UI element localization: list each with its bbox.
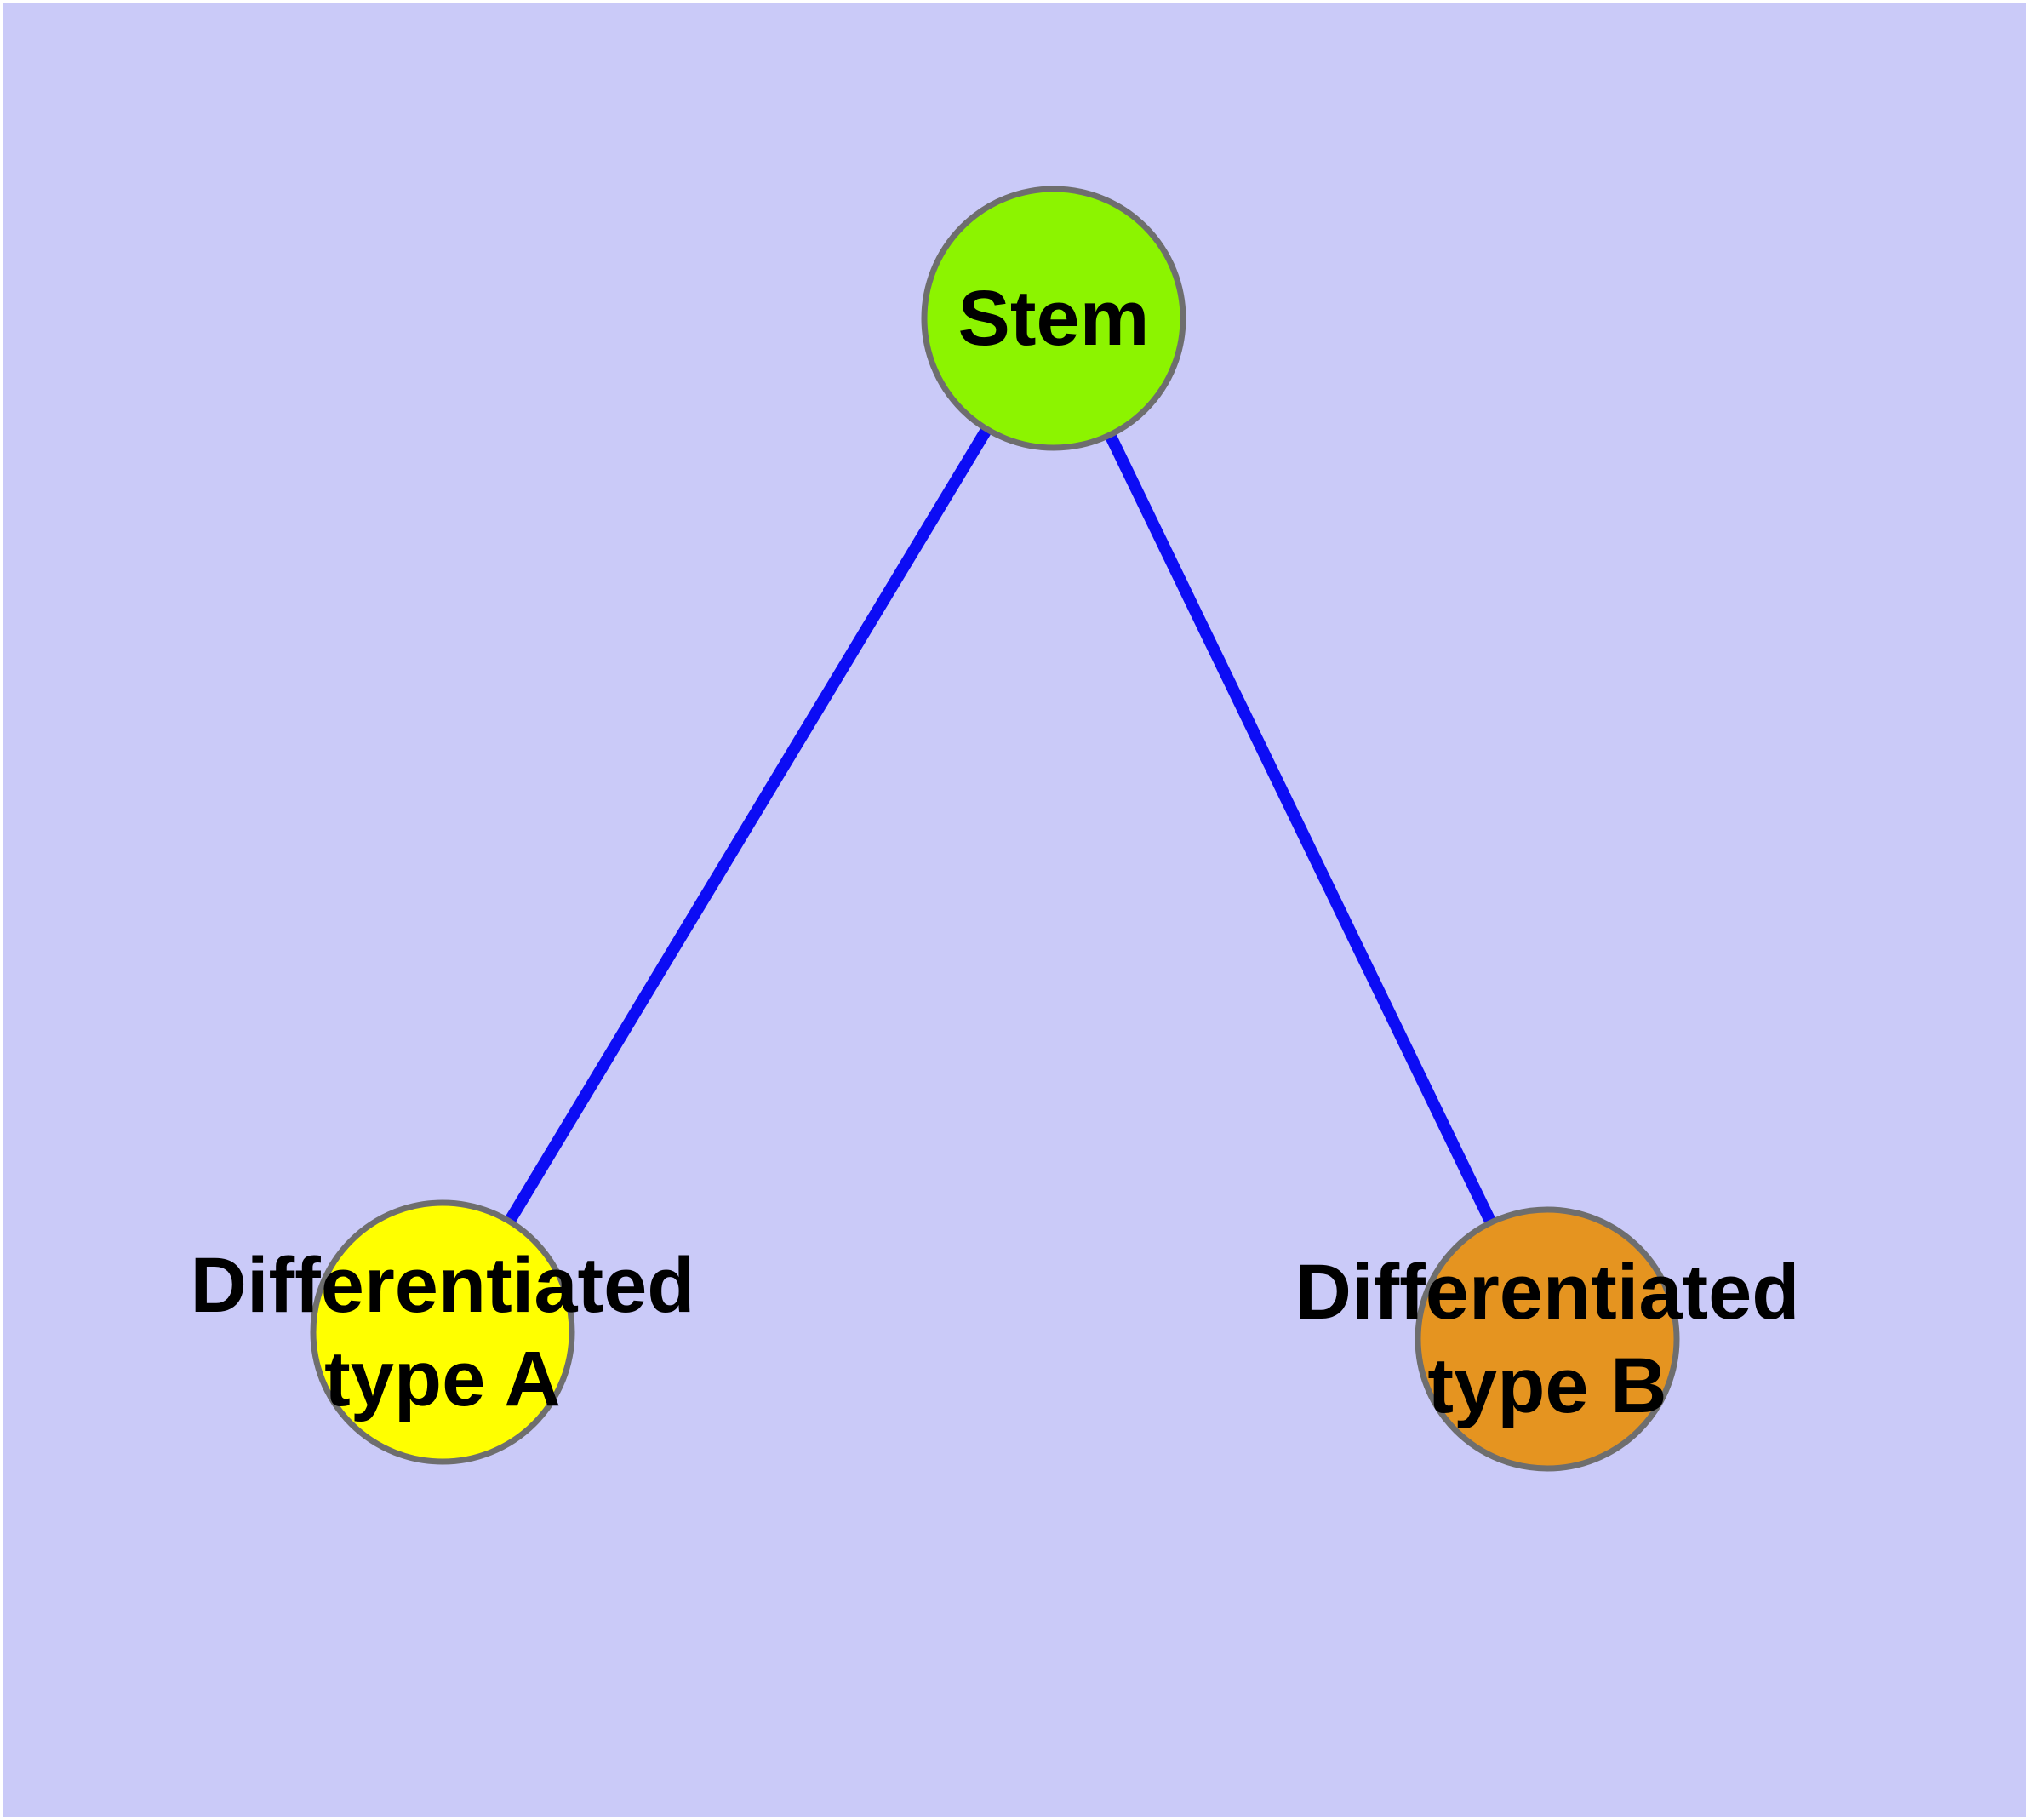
node-type-a-label-line1: Differentiated — [190, 1242, 695, 1329]
node-type-b-circle[interactable] — [1415, 1206, 1680, 1472]
node-type-a-label-line2: type A — [324, 1336, 561, 1422]
node-type-b-label-line1: Differentiated — [1295, 1249, 1800, 1336]
node-type-b-label-line2: type B — [1427, 1342, 1667, 1429]
edge-stem-to-type-b — [1048, 315, 1553, 1342]
node-type-a-circle[interactable] — [310, 1199, 575, 1465]
node-type-b-label: Differentiated type B — [1295, 1245, 1800, 1433]
node-stem-circle[interactable] — [921, 186, 1186, 451]
node-type-a-label: Differentiated type A — [191, 1239, 695, 1426]
node-stem-label: Stem — [957, 275, 1150, 362]
edge-stem-to-type-a — [437, 315, 1059, 1336]
